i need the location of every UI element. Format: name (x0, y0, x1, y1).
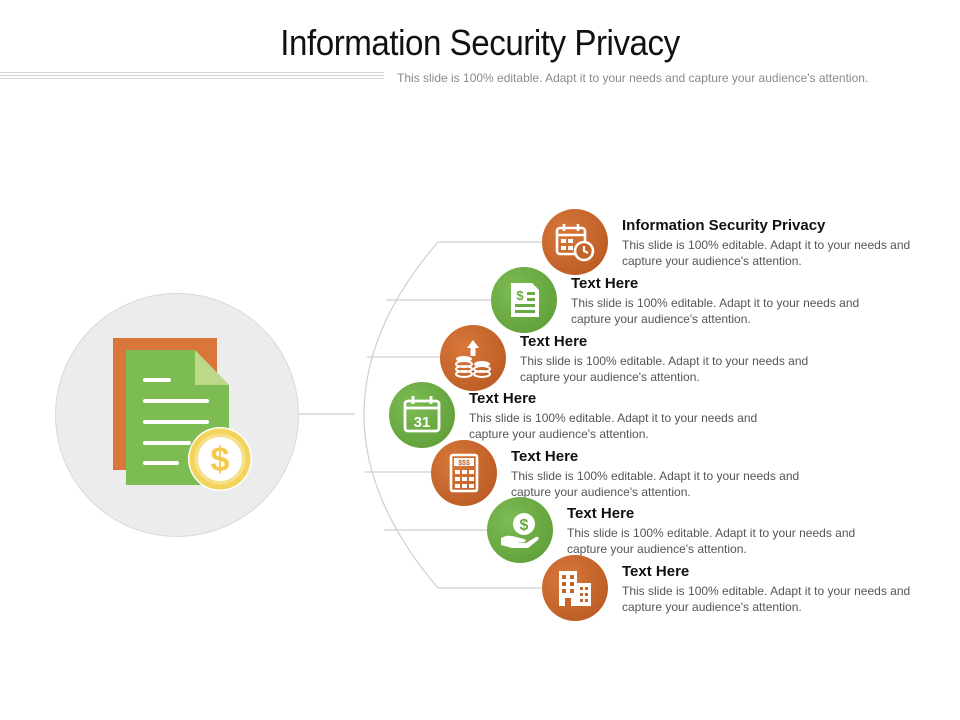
item-heading-4: Text Here (469, 390, 537, 407)
connector-arc (363, 241, 439, 589)
item-description-3: This slide is 100% editable. Adapt it to… (520, 354, 809, 384)
item-badge-2: $ (491, 267, 557, 333)
slide-title: Information Security Privacy (280, 22, 680, 63)
item-badge-7 (542, 555, 608, 621)
item-description-1: This slide is 100% editable. Adapt it to… (622, 238, 911, 268)
item-description-4: This slide is 100% editable. Adapt it to… (469, 411, 758, 441)
svg-text:$: $ (211, 441, 230, 479)
coin-stack-growth-icon (455, 340, 491, 378)
item-badge-3 (440, 325, 506, 391)
item-description-2: This slide is 100% editable. Adapt it to… (571, 296, 860, 326)
title-rule (0, 72, 384, 81)
slide-subtitle: This slide is 100% editable. Adapt it to… (397, 71, 869, 85)
invoice-dollar-icon: $ (511, 283, 539, 317)
item-description-6: This slide is 100% editable. Adapt it to… (567, 526, 856, 556)
item-badge-4: 31 (389, 382, 455, 448)
calendar-clock-icon (555, 224, 595, 262)
office-building-icon (559, 571, 591, 606)
coin-symbol: $ (520, 517, 529, 534)
item-heading-5: Text Here (511, 448, 579, 465)
item-heading-1: Information Security Privacy (622, 217, 826, 234)
item-description-5: This slide is 100% editable. Adapt it to… (511, 469, 800, 499)
calculator-icon: $$$ (449, 453, 479, 493)
item-heading-7: Text Here (622, 563, 690, 580)
item-badge-5: $$$ (431, 440, 497, 506)
item-badge-6: $ (487, 497, 553, 563)
item-heading-6: Text Here (567, 505, 635, 522)
item-badge-1 (542, 209, 608, 275)
document-dollar-icon: $ (113, 338, 252, 491)
hand-dollar-icon: $ (501, 513, 539, 548)
calendar-31-icon: 31 (403, 396, 441, 433)
item-description-7: This slide is 100% editable. Adapt it to… (622, 584, 911, 614)
svg-text:$: $ (516, 288, 524, 303)
item-heading-3: Text Here (520, 333, 588, 350)
calculator-display: $$$ (458, 460, 470, 467)
calendar-day-number: 31 (414, 414, 431, 431)
item-heading-2: Text Here (571, 275, 639, 292)
